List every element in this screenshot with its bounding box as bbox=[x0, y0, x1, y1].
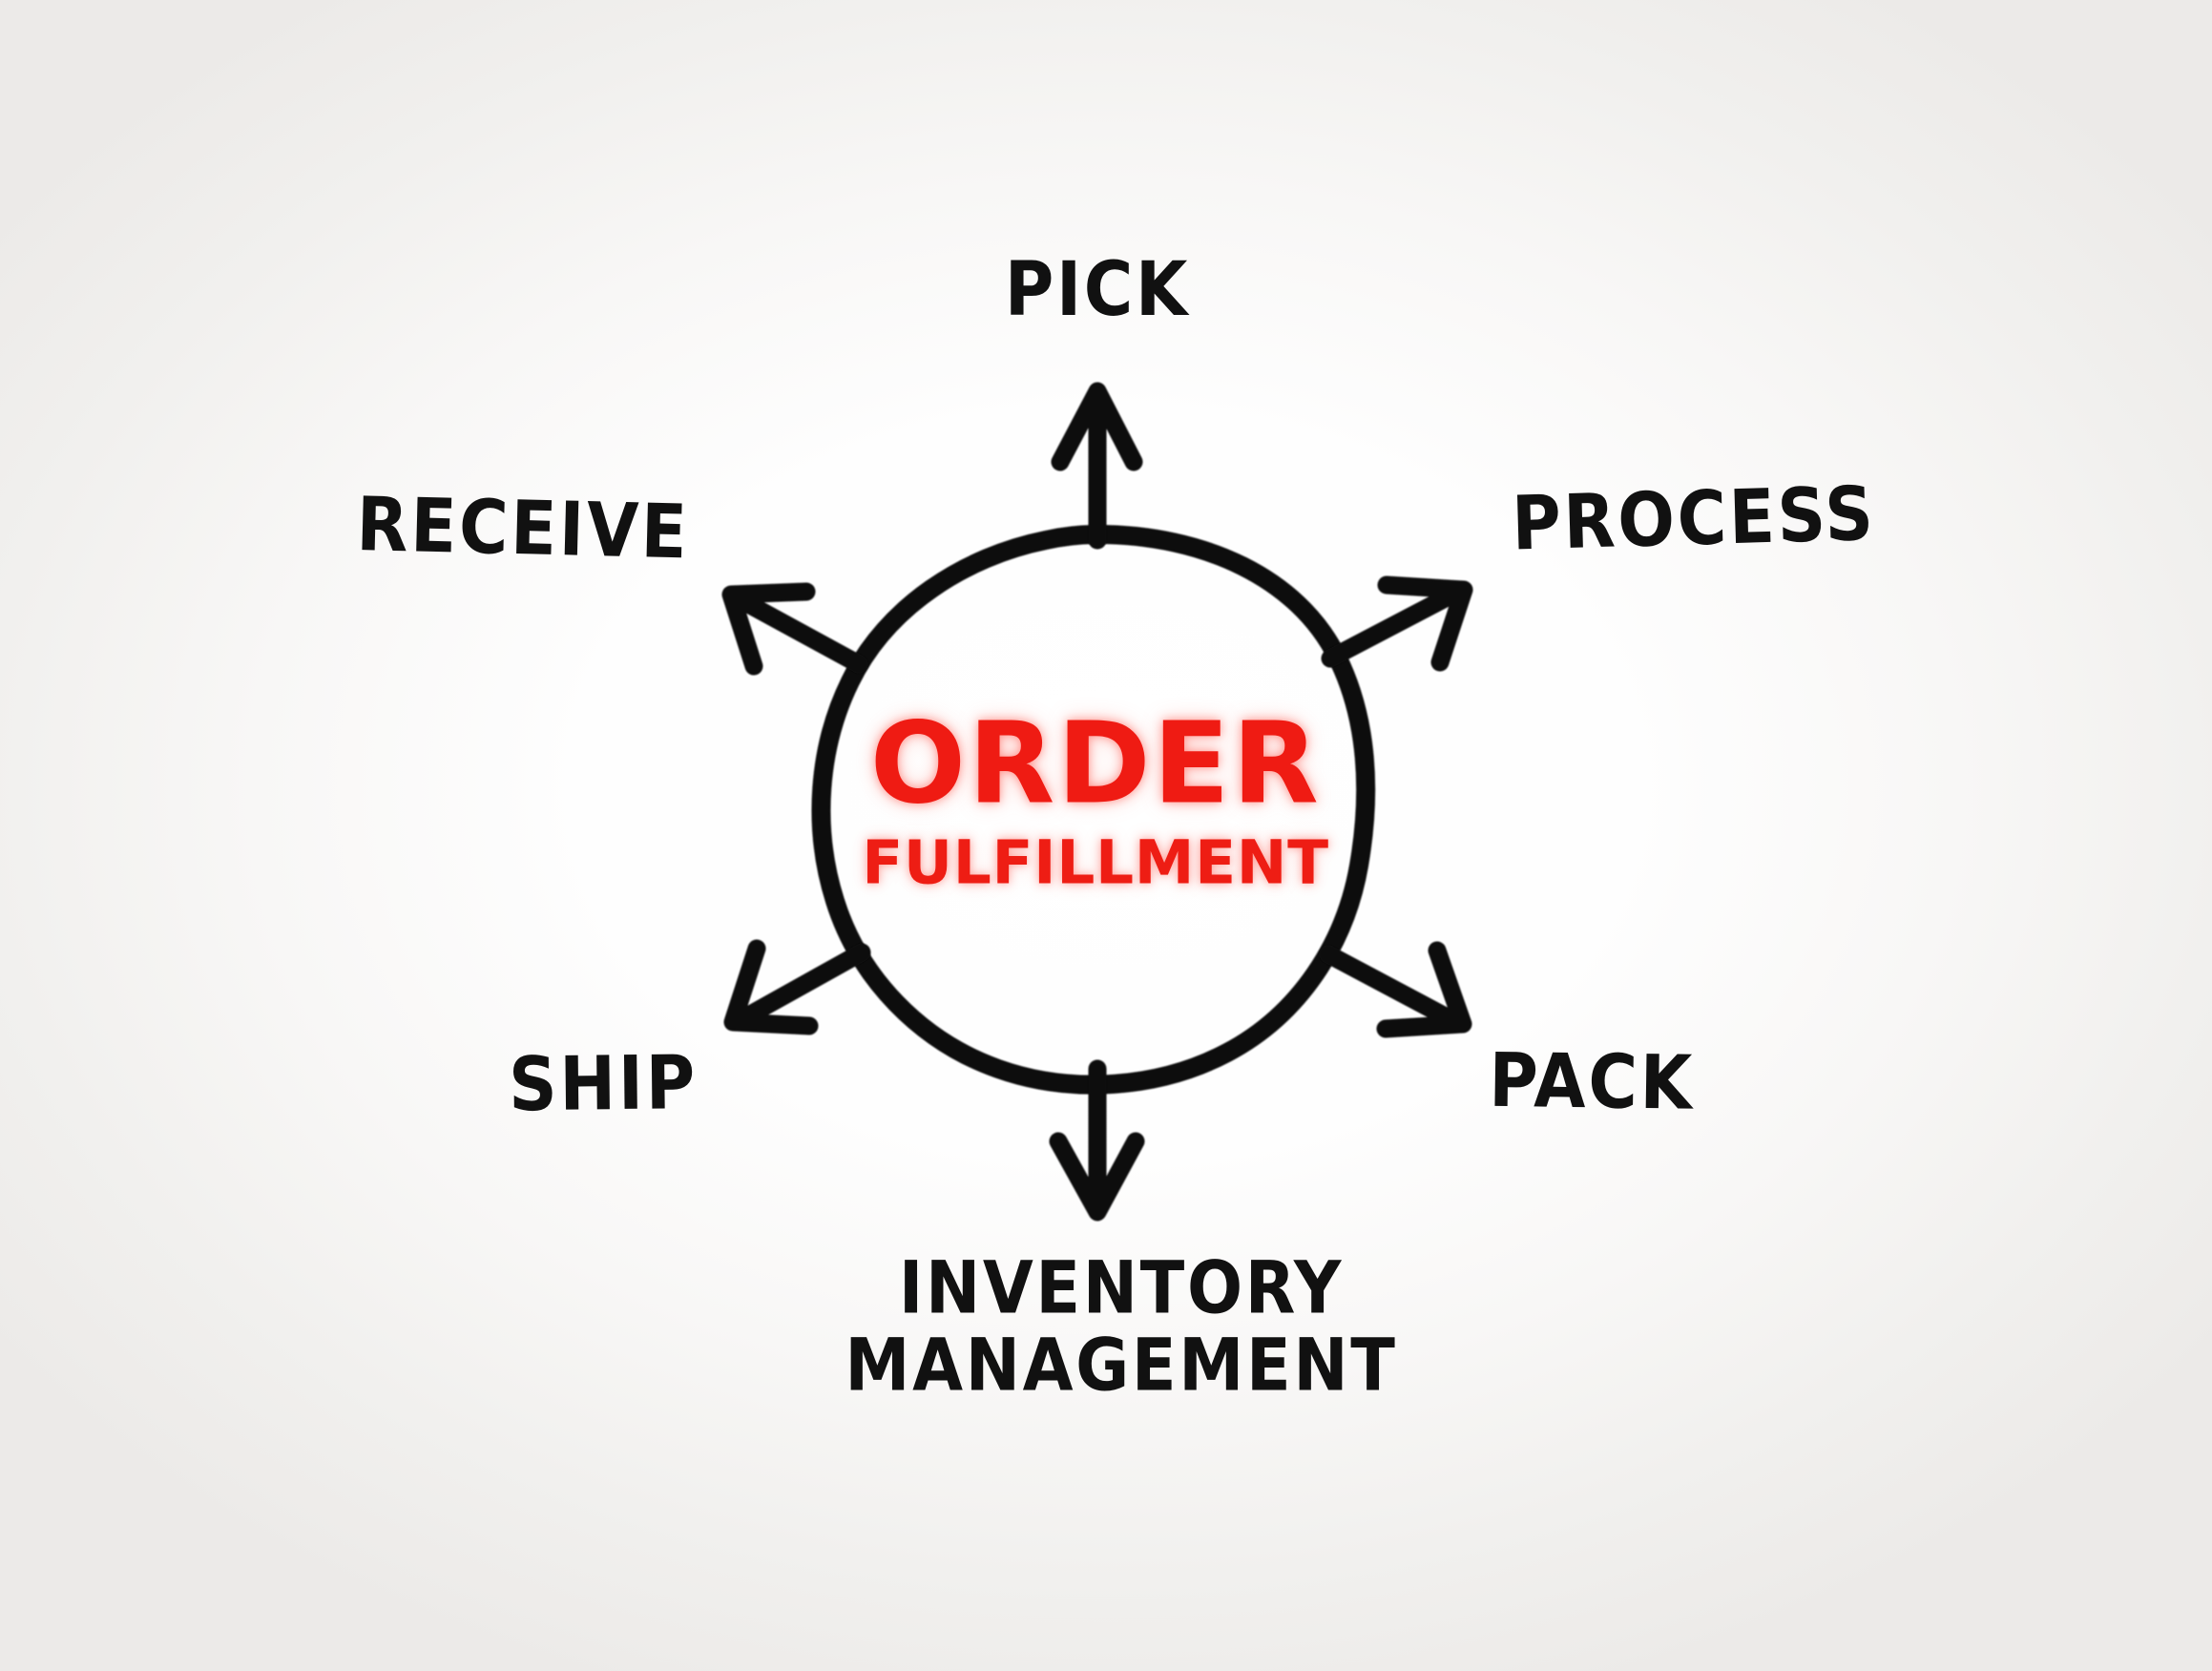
branch-label-inventory-management: INVENTORY MANAGEMENT bbox=[845, 1244, 1398, 1407]
branch-label-receive: RECEIVE bbox=[355, 481, 691, 576]
branch-arrow-pick bbox=[1051, 382, 1143, 550]
branch-label-ship: SHIP bbox=[508, 1040, 699, 1129]
branch-arrow-ship bbox=[723, 939, 871, 1035]
branch-arrow-receive bbox=[721, 582, 868, 676]
branch-arrow-process bbox=[1321, 575, 1473, 672]
hub-circle bbox=[811, 525, 1376, 1095]
branch-label-process: PROCESS bbox=[1511, 470, 1877, 568]
branch-arrow-inventory-management bbox=[1049, 1059, 1145, 1222]
branch-label-pick: PICK bbox=[1004, 247, 1191, 334]
branch-arrow-pack bbox=[1319, 941, 1472, 1038]
branch-label-pack: PACK bbox=[1488, 1037, 1696, 1127]
